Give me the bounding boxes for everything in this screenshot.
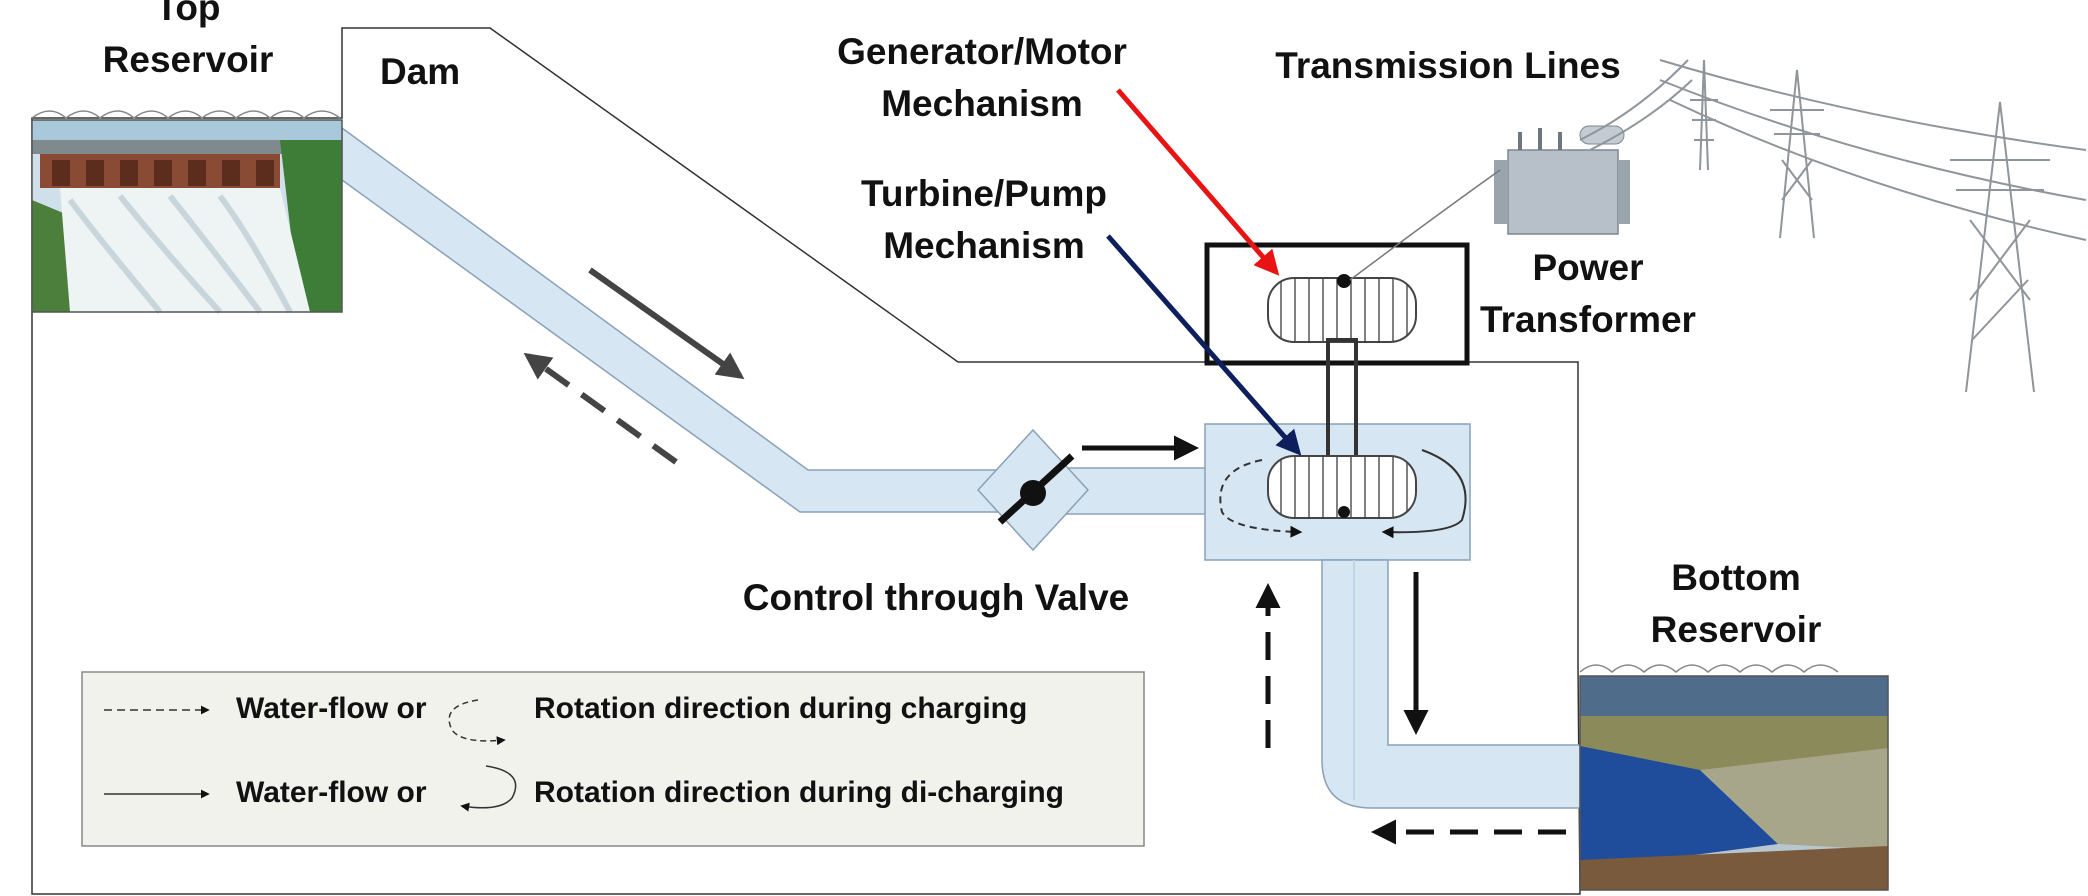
flow-arrow-up-penstock (523, 352, 678, 465)
top-reservoir-label: Top (155, 0, 220, 28)
transmission-towers-image (1579, 59, 2087, 393)
turbine-rotation-charging (1219, 459, 1303, 538)
generator-housing (1204, 242, 1470, 366)
turbine-label: Turbine/Pump (861, 173, 1107, 214)
power-transformer-label: Transformer (1480, 299, 1696, 340)
power-transformer-label: Power (1532, 247, 1643, 288)
turbine-pointer-arrow (1106, 234, 1302, 456)
top-reservoir-image (31, 110, 343, 315)
legend-row1-rotation: Rotation direction during charging (534, 692, 1027, 725)
bottom-reservoir-label: Reservoir (1651, 609, 1822, 650)
bottom-reservoir-label: Bottom (1671, 557, 1800, 598)
control-valve (976, 428, 1090, 552)
turbine-label: Mechanism (883, 225, 1085, 266)
transformer-lead-wire (1349, 169, 1501, 281)
penstock (341, 126, 1581, 809)
generator-pointer-arrow (1116, 88, 1280, 276)
bottom-reservoir-image (1579, 664, 1889, 891)
flow-arrow-down-penstock (588, 267, 745, 380)
control-valve-label: Control through Valve (743, 577, 1129, 618)
legend-box (81, 671, 1145, 847)
legend-row2-rotation: Rotation direction during di-charging (534, 776, 1064, 809)
turbine-hub (1338, 506, 1350, 518)
power-transformer-image (1494, 125, 1630, 235)
transmission-lines-label: Transmission Lines (1275, 45, 1620, 86)
generator-label: Generator/Motor (837, 31, 1127, 72)
legend-row2-waterflow: Water-flow or (236, 776, 427, 809)
turbine-rotor (1267, 455, 1417, 519)
legend-rotation-discharging-icon (460, 765, 517, 812)
legend-rotation-charging-icon (448, 699, 506, 746)
top-reservoir-label: Reservoir (103, 39, 274, 80)
turbine-rotation-discharging (1381, 449, 1467, 539)
generator-label: Mechanism (881, 83, 1083, 124)
generator-hub (1337, 274, 1351, 288)
legend-row1-waterflow: Water-flow or (236, 692, 427, 725)
dam-label: Dam (380, 51, 460, 92)
